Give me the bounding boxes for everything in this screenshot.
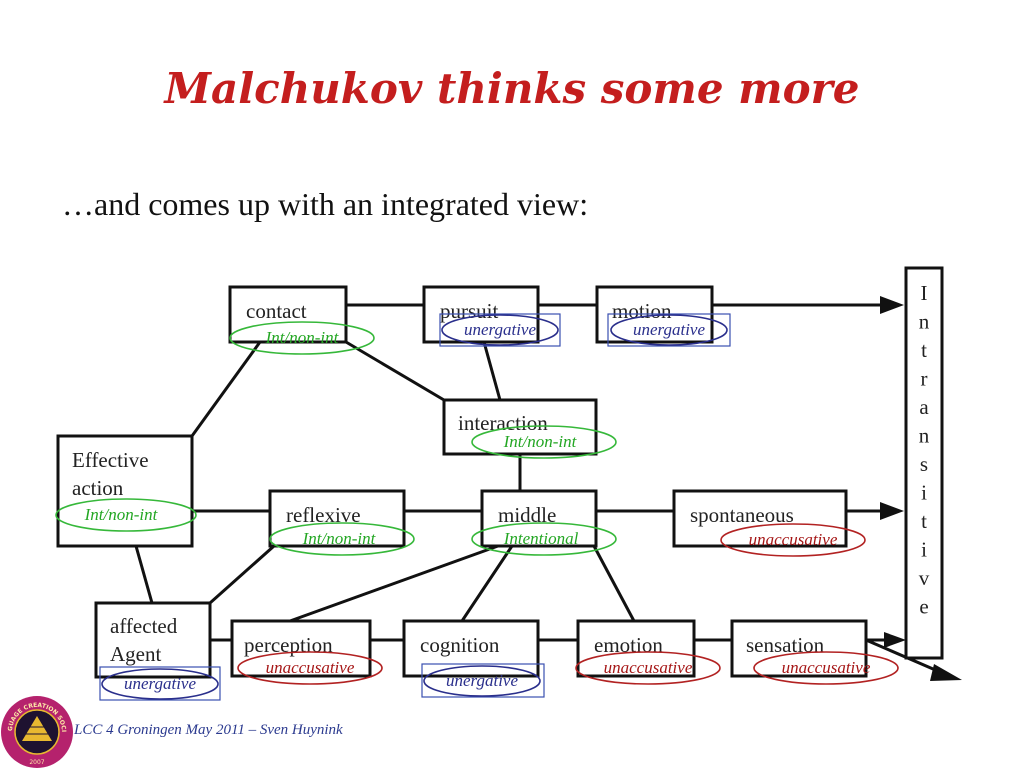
classification-labels: Int/non-int unergative unergative Int/no…	[55, 313, 899, 701]
edge-pursuit-interaction	[482, 341, 502, 401]
label-pursuit: unergative	[439, 313, 561, 347]
label-contact-text: Int/non-int	[265, 328, 340, 347]
label-effective-text: Int/non-int	[84, 505, 159, 524]
label-spontaneous: unaccusative	[720, 523, 866, 557]
label-middle-text: Intentional	[503, 529, 579, 548]
label-sensation: unaccusative	[753, 651, 899, 685]
node-cognition-text: cognition	[420, 633, 500, 657]
label-perception: unaccusative	[237, 651, 383, 685]
label-spontaneous-text: unaccusative	[749, 530, 838, 549]
node-effective-text-2: action	[72, 476, 124, 500]
label-affected-text: unergative	[124, 674, 197, 693]
node-contact: contact	[228, 285, 348, 344]
node-interaction-text: interaction	[458, 411, 548, 435]
intransitive-letter: I	[921, 281, 928, 305]
node-effective-text-1: Effective	[72, 448, 149, 472]
label-motion: unergative	[607, 313, 731, 347]
node-reflexive: reflexive	[268, 489, 406, 548]
svg-text:2007: 2007	[29, 759, 44, 766]
lcs-logo: LANGUAGE CREATION SOCIETY 2007	[0, 0, 73, 768]
slide-title: Malchukov thinks some more	[164, 64, 860, 113]
node-motion-text: motion	[612, 299, 672, 323]
label-reflexive: Int/non-int	[269, 522, 415, 556]
arrowhead-bottom	[884, 632, 906, 648]
node-perception: perception	[230, 619, 372, 678]
node-spontaneous-text: spontaneous	[690, 503, 794, 527]
edge-middle-perception	[289, 544, 499, 623]
diagram-connectors	[134, 296, 962, 681]
svg-text:LANGUAGE CREATION SOCIETY: LANGUAGE CREATION SOCIETY	[0, 0, 67, 732]
intransitive-letter: a	[919, 395, 929, 419]
slide-subtitle: …and comes up with an integrated view:	[62, 186, 589, 222]
label-cognition-text: unergative	[446, 671, 519, 690]
label-contact: Int/non-int	[229, 321, 375, 355]
intransitive-letter: n	[919, 424, 930, 448]
edge-middle-emotion	[592, 545, 636, 622]
edge-middle-cognition	[460, 545, 514, 622]
intransitive-letter: v	[919, 566, 930, 590]
node-cognition: cognition	[402, 619, 540, 678]
label-emotion-text: unaccusative	[604, 658, 693, 677]
edge-reflexive-affected	[209, 544, 275, 605]
intransitive-letter: e	[919, 595, 928, 619]
label-reflexive-text: Int/non-int	[302, 529, 377, 548]
label-interaction: Int/non-int	[471, 425, 617, 459]
intransitive-letter: r	[921, 367, 928, 391]
label-interaction-text: Int/non-int	[503, 432, 578, 451]
label-motion-text: unergative	[633, 320, 706, 339]
intransitive-letter: s	[920, 452, 928, 476]
intransitive-letter: n	[919, 310, 930, 334]
node-contact-text: contact	[246, 299, 307, 323]
label-emotion: unaccusative	[575, 651, 721, 685]
slide-footer: LCC 4 Groningen May 2011 – Sven Huynink	[74, 722, 343, 738]
label-pursuit-text: unergative	[464, 320, 537, 339]
label-sensation-text: unaccusative	[782, 658, 871, 677]
node-emotion-text: emotion	[594, 633, 663, 657]
node-effective-action: Effective action	[56, 434, 194, 548]
label-affected: unergative	[99, 666, 221, 701]
node-affected-text-1: affected	[110, 614, 178, 638]
label-middle: Intentional	[471, 522, 617, 556]
node-sensation-text: sensation	[746, 633, 825, 657]
node-affected-text-2: Agent	[110, 642, 161, 666]
label-effective: Int/non-int	[55, 498, 197, 532]
intransitive-letter: i	[921, 538, 927, 562]
edge-effective-contact	[190, 341, 262, 437]
intransitive-letter: t	[921, 338, 927, 362]
arrowhead-top	[880, 296, 904, 314]
arrowhead-beyond	[930, 664, 962, 681]
edge-sensation-beyond	[865, 638, 941, 674]
node-spontaneous: spontaneous	[672, 489, 848, 548]
node-middle: middle	[480, 489, 598, 548]
edge-effective-affected	[134, 545, 154, 604]
edge-contact-interaction	[345, 340, 445, 402]
label-perception-text: unaccusative	[266, 658, 355, 677]
label-cognition: unergative	[421, 663, 545, 698]
node-pursuit-text: pursuit	[440, 299, 499, 323]
arrowhead-middle	[880, 502, 904, 520]
node-affected-agent: affected Agent	[94, 601, 212, 679]
intransitive-letter: i	[921, 481, 927, 505]
node-emotion: emotion	[576, 619, 696, 678]
intransitive-letter: t	[921, 509, 927, 533]
